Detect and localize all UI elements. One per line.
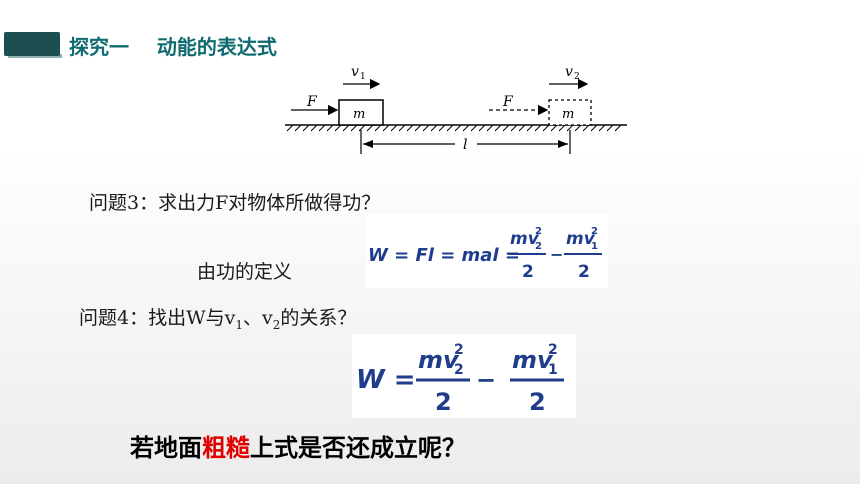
formula1-num1-sub: 2 xyxy=(535,241,542,252)
formula2-den2: 2 xyxy=(529,388,546,416)
formula1-num2: mv xyxy=(566,229,596,249)
kinetic-energy-formula-svg: W = mv 2 2 2 − mv 2 1 2 xyxy=(356,342,564,416)
formula1-num2-sub: 1 xyxy=(591,241,598,252)
formula1-den2: 2 xyxy=(578,262,590,282)
formula2-minus: − xyxy=(476,366,496,394)
formula1-num1: mv xyxy=(510,229,540,249)
formula2-num1-sup: 2 xyxy=(454,342,464,358)
ground-hatching xyxy=(286,124,622,132)
v2-subscript: 2 xyxy=(574,72,580,82)
formula2-num2-sup: 2 xyxy=(548,342,558,358)
derivation-label: 由功的定义 xyxy=(197,261,293,283)
block-end xyxy=(548,99,592,126)
kinetic-energy-formula: W = mv 2 2 2 − mv 2 1 2 xyxy=(352,334,576,418)
title-bar-decoration xyxy=(0,28,62,64)
formula2-lhs: W = xyxy=(356,365,416,395)
formula2-den1: 2 xyxy=(435,388,452,416)
title-bar-block xyxy=(4,32,60,56)
formula1-den1: 2 xyxy=(522,262,534,282)
v2-label: v xyxy=(565,64,573,80)
work-formula-svg: W = Fl = mal = mv 2 2 2 − mv 2 1 2 xyxy=(368,226,602,282)
conclusion-after: 上式是否还成立呢？ xyxy=(250,434,466,462)
question-4-suffix: 的关系？ xyxy=(280,307,357,329)
distance-arrowhead-left xyxy=(363,140,373,148)
question-4-sep: 、v xyxy=(243,307,273,329)
formula2-num2: mv xyxy=(512,346,554,374)
formula2-num1-sub: 2 xyxy=(454,362,464,378)
formula1-minus: − xyxy=(550,245,563,264)
conclusion-question: 若地面粗糙上式是否还成立呢？ xyxy=(130,428,466,463)
block-end-mass: m xyxy=(562,107,574,122)
formula2-num1: mv xyxy=(418,346,460,374)
formula1-num2-sup: 2 xyxy=(591,226,598,237)
force-label-start: F xyxy=(306,94,318,110)
question-4: 问题4：找出W与v1、v2的关系？ xyxy=(79,303,356,332)
question-4-prefix: 问题4：找出W与v xyxy=(79,307,236,329)
diagram-svg: m F v 1 m F v 2 l xyxy=(285,64,627,154)
conclusion-before: 若地面 xyxy=(130,434,202,462)
question-4-sub2: 2 xyxy=(272,317,281,332)
formula1-lhs: W = Fl = mal = xyxy=(368,245,520,266)
block-start-mass: m xyxy=(353,107,365,122)
block-start xyxy=(338,99,384,126)
formula2-num2-sub: 1 xyxy=(548,362,558,378)
question-3: 问题3：求出力F对物体所做得功？ xyxy=(89,192,381,214)
page-title: 探究一 动能的表达式 xyxy=(69,35,277,59)
v1-subscript: 1 xyxy=(360,72,366,82)
physics-diagram: m F v 1 m F v 2 l xyxy=(283,58,629,156)
conclusion-highlight: 粗糙 xyxy=(202,434,250,462)
work-formula: W = Fl = mal = mv 2 2 2 − mv 2 1 2 xyxy=(366,214,608,288)
formula1-num1-sup: 2 xyxy=(535,226,542,237)
v1-label: v xyxy=(351,64,359,80)
title-bar-shadow xyxy=(8,54,62,58)
distance-label: l xyxy=(463,137,467,153)
distance-arrowhead-right xyxy=(558,140,568,148)
force-label-end: F xyxy=(502,94,514,110)
question-4-sub1: 1 xyxy=(235,317,243,332)
